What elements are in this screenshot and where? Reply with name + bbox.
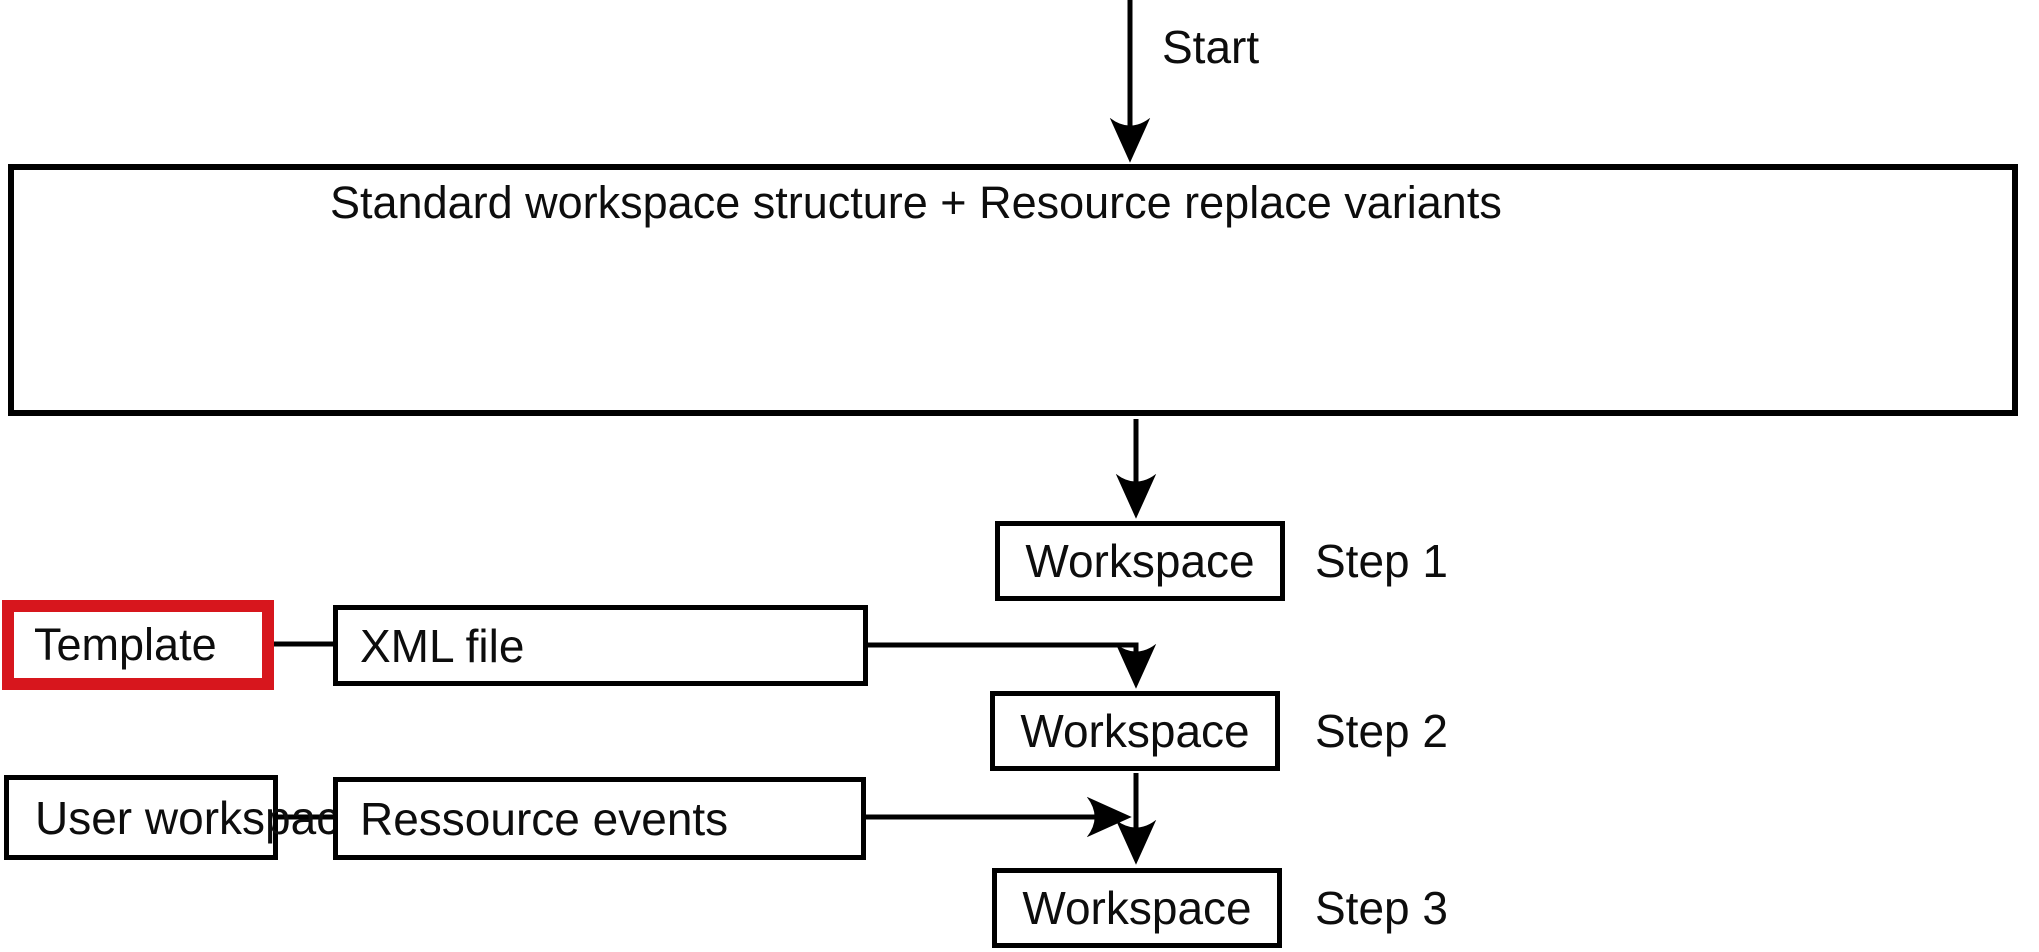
- step2-label: Step 2: [1315, 705, 1448, 757]
- workspace-box-step3-label: Workspace: [1022, 882, 1252, 934]
- template-box: Template: [2, 600, 274, 690]
- main-structure-box: Standard workspace structure + Resource …: [8, 164, 2018, 416]
- workspace-box-step2: Workspace: [990, 691, 1280, 771]
- start-label: Start: [1162, 21, 1260, 73]
- template-box-label: Template: [34, 619, 217, 670]
- step1-label: Step 1: [1315, 535, 1448, 587]
- xml-file-box: XML file: [333, 605, 868, 686]
- ressource-events-box: Ressource events: [333, 777, 866, 860]
- workspace-box-step2-label: Workspace: [1020, 705, 1250, 757]
- ressource-events-box-label: Ressource events: [360, 792, 729, 845]
- xml-to-step2-arrow: [866, 642, 1157, 689]
- user-workspace-box-label: User workspace: [35, 791, 365, 844]
- workspace-box-step3: Workspace: [992, 868, 1282, 948]
- user-workspace-box: User workspace: [4, 775, 365, 860]
- xml-file-box-label: XML file: [360, 619, 525, 672]
- workspace-box-step1-label: Workspace: [1025, 535, 1255, 587]
- workspace-box-step1: Workspace: [995, 521, 1285, 601]
- main-structure-title: Standard workspace structure + Resource …: [330, 177, 1502, 228]
- step3-label: Step 3: [1315, 882, 1448, 934]
